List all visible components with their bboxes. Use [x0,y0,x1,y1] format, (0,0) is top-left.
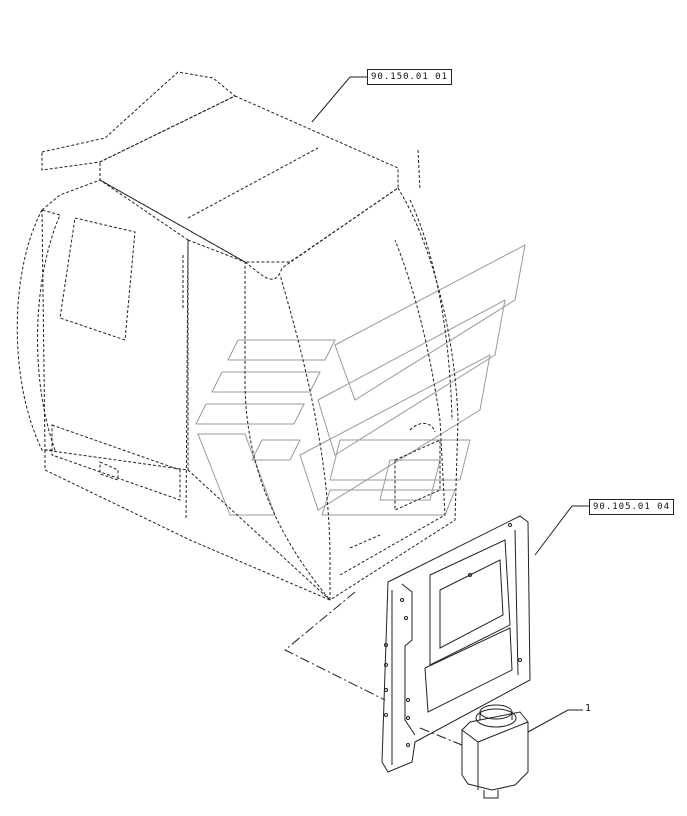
assembly-lines [284,591,463,746]
cab-outline-icon [16,71,459,601]
watermark-logo-icon [195,244,526,516]
cab-reference-label: 90.150.01 01 [367,69,453,85]
reservoir-tank-icon [461,704,529,799]
leader-lines [311,76,590,733]
item-number-label: 1 [585,703,592,714]
mounting-plate-icon [381,515,531,773]
bracket-reference-label: 90.105.01 04 [589,499,675,515]
